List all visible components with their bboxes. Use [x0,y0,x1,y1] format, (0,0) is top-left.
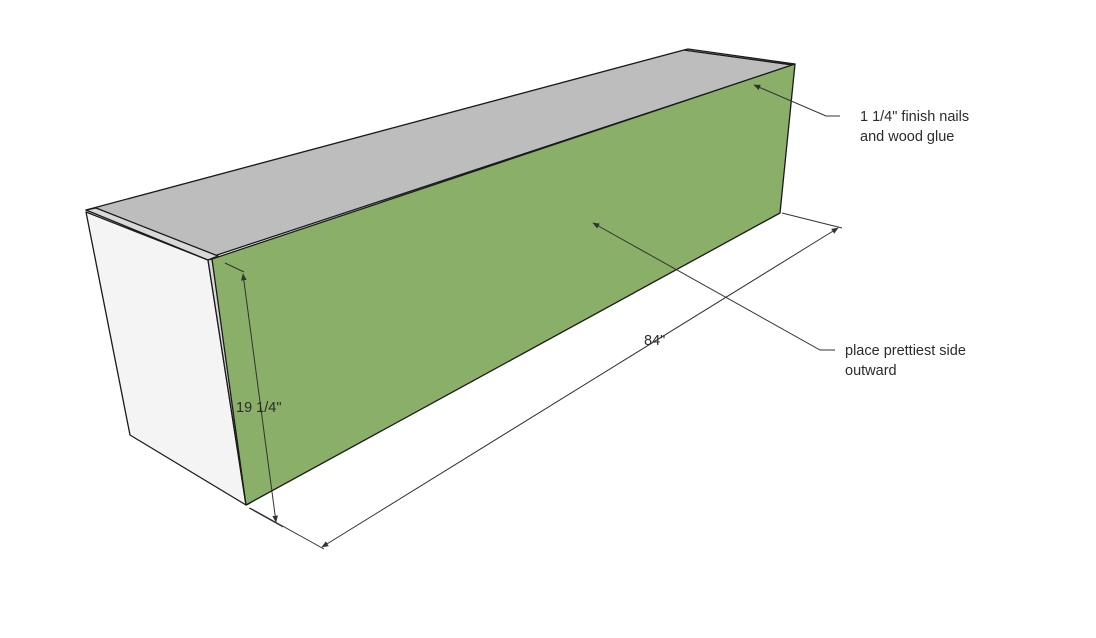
nails-label-line2: and wood glue [860,129,954,145]
length-extension-right [781,212,843,229]
height-extension-top [224,262,245,273]
nails-label-line1: 1 1/4" finish nails [860,109,969,125]
length-dimension-line [321,227,839,548]
height-extension-bottom [248,507,284,528]
pretty-label-line2: outward [845,363,897,379]
pretty-side-leader-line [592,222,835,351]
length-extension-left [249,507,325,550]
nails-leader-line [753,84,840,117]
height-label: 19 1/4" [236,400,281,416]
length-label: 84" [644,333,665,349]
height-dimension-line [241,273,278,523]
top-panel-edge [85,207,219,261]
pretty-label-line1: place prettiest side [845,343,966,359]
